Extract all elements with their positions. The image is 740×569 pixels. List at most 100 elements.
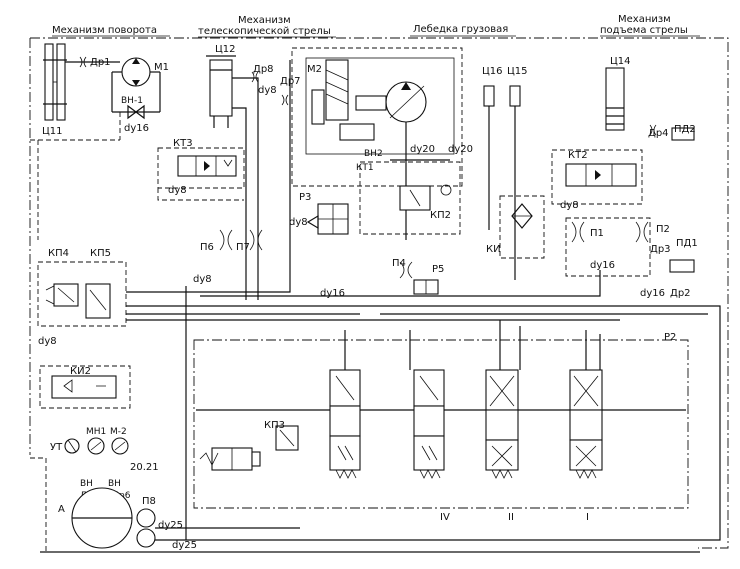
label-du8-p3: dy8 <box>289 217 308 228</box>
label-du20-b: dy20 <box>448 144 473 155</box>
valve-stack-iv <box>329 369 361 479</box>
winch-pump <box>339 81 427 141</box>
heading-telescopic-2: телескопической стрелы <box>198 26 331 37</box>
label-du8-kt2: dy8 <box>560 200 579 211</box>
label-dr4: Др4 <box>648 128 669 139</box>
filter-ki <box>499 195 545 259</box>
label-du8-left: dy8 <box>38 336 57 347</box>
frame-top <box>29 37 729 549</box>
switch-p7 <box>249 229 263 251</box>
label-p2: П2 <box>656 224 670 235</box>
solenoid-valve <box>199 447 261 471</box>
winch-frame <box>291 47 463 187</box>
label-ki2: КИ2 <box>70 366 91 377</box>
label-p6: П6 <box>200 242 214 253</box>
cylinder-c15 <box>509 85 521 116</box>
label-p1: П1 <box>590 228 604 239</box>
valve-p3 <box>306 203 349 235</box>
label-vn1: ВН-1 <box>121 96 143 106</box>
heading-telescopic-1: Механизм <box>238 15 291 26</box>
valve-kp4 <box>45 283 79 307</box>
valve-vn1 <box>111 72 161 120</box>
label-vn3: ВН <box>80 479 93 489</box>
gauge-mn1 <box>87 437 105 455</box>
filter-ki2 <box>39 365 131 409</box>
label-kt1: КТ1 <box>356 163 374 173</box>
label-kp4: КП4 <box>48 248 69 259</box>
switch-p2 <box>635 221 649 243</box>
switch-p1 <box>571 221 585 243</box>
label-du16-a: dy16 <box>124 123 149 134</box>
heading-winch: Лебедка грузовая <box>413 24 508 35</box>
label-dr8: Др8 <box>253 64 274 75</box>
label-p4: П4 <box>392 258 406 269</box>
label-c14: Ц14 <box>610 56 631 67</box>
heat-exchanger-kt3 <box>157 147 245 189</box>
label-sec-i: I <box>586 512 589 523</box>
label-du25-b: dy25 <box>172 540 197 551</box>
oil-tank-a <box>71 487 133 549</box>
cylinder-c14 <box>605 67 625 131</box>
label-kp2: КП2 <box>430 210 451 221</box>
cylinder-c11 <box>43 43 67 121</box>
label-vn2: ВН2 <box>364 149 383 159</box>
label-kp5: КП5 <box>90 248 111 259</box>
label-pd1: ПД1 <box>676 238 698 249</box>
heat-exchanger-kt2 <box>551 149 643 205</box>
label-c11: Ц11 <box>42 126 63 137</box>
label-du25-a: dy25 <box>158 520 183 531</box>
gauge-ut <box>64 438 80 454</box>
label-p7: П7 <box>236 242 250 253</box>
label-ki1: КИ <box>486 244 501 255</box>
label-ut: УТ <box>50 442 63 453</box>
label-du8-mid: dy8 <box>193 274 212 285</box>
valve-kp3 <box>275 425 299 451</box>
label-m2: М2 <box>307 64 322 75</box>
label-tank: А <box>58 504 65 515</box>
label-du16-r: dy16 <box>640 288 665 299</box>
label-g2021: 20.21 <box>130 462 159 473</box>
label-sec-iv: IV <box>440 512 450 523</box>
label-c15: Ц15 <box>507 66 528 77</box>
label-du16-mid: dy16 <box>320 288 345 299</box>
label-p3: Р3 <box>299 192 311 203</box>
throttle-dr1 <box>65 56 120 68</box>
switch-p4 <box>399 261 413 279</box>
label-sec-ii: II <box>508 512 514 523</box>
valve-stack-i <box>569 369 603 479</box>
label-dr2: Др2 <box>670 288 691 299</box>
label-du16-b: dy16 <box>590 260 615 271</box>
label-kp3: КП3 <box>264 420 285 431</box>
valve-kp5 <box>85 283 111 319</box>
valve-stack-ii <box>485 369 519 479</box>
label-m1: М1 <box>154 62 169 73</box>
label-vn4: ВН <box>108 479 121 489</box>
cylinder-c12 <box>206 55 236 128</box>
label-c12: Ц12 <box>215 44 236 55</box>
label-dr3: Др3 <box>650 244 671 255</box>
label-c16: Ц16 <box>482 66 503 77</box>
motor-m1 <box>112 57 160 87</box>
cylinder-c16 <box>483 85 495 116</box>
block-kt1 <box>359 161 461 235</box>
motor-m2 <box>311 59 349 125</box>
label-du20-a: dy20 <box>410 144 435 155</box>
label-du8-tele: dy8 <box>258 85 277 96</box>
label-p2-dist: Р2 <box>664 332 676 343</box>
pressure-pipes <box>126 60 721 541</box>
switch-p6 <box>219 229 233 251</box>
label-pd2: ПД2 <box>674 124 696 135</box>
label-mn1: МН1 <box>86 427 106 437</box>
label-kt3: КТ3 <box>173 138 193 149</box>
gauge-m2 <box>111 437 129 455</box>
label-dr1: Др1 <box>90 57 111 68</box>
label-kt2: КТ2 <box>568 150 588 161</box>
heading-lift-1: Механизм <box>618 14 671 25</box>
heading-rotation: Механизм поворота <box>52 25 157 36</box>
valve-stack-iii <box>413 369 445 479</box>
label-p8: П8 <box>142 496 156 507</box>
heading-lift-2: подъема стрелы <box>600 25 688 36</box>
label-p5: Р5 <box>432 264 444 275</box>
